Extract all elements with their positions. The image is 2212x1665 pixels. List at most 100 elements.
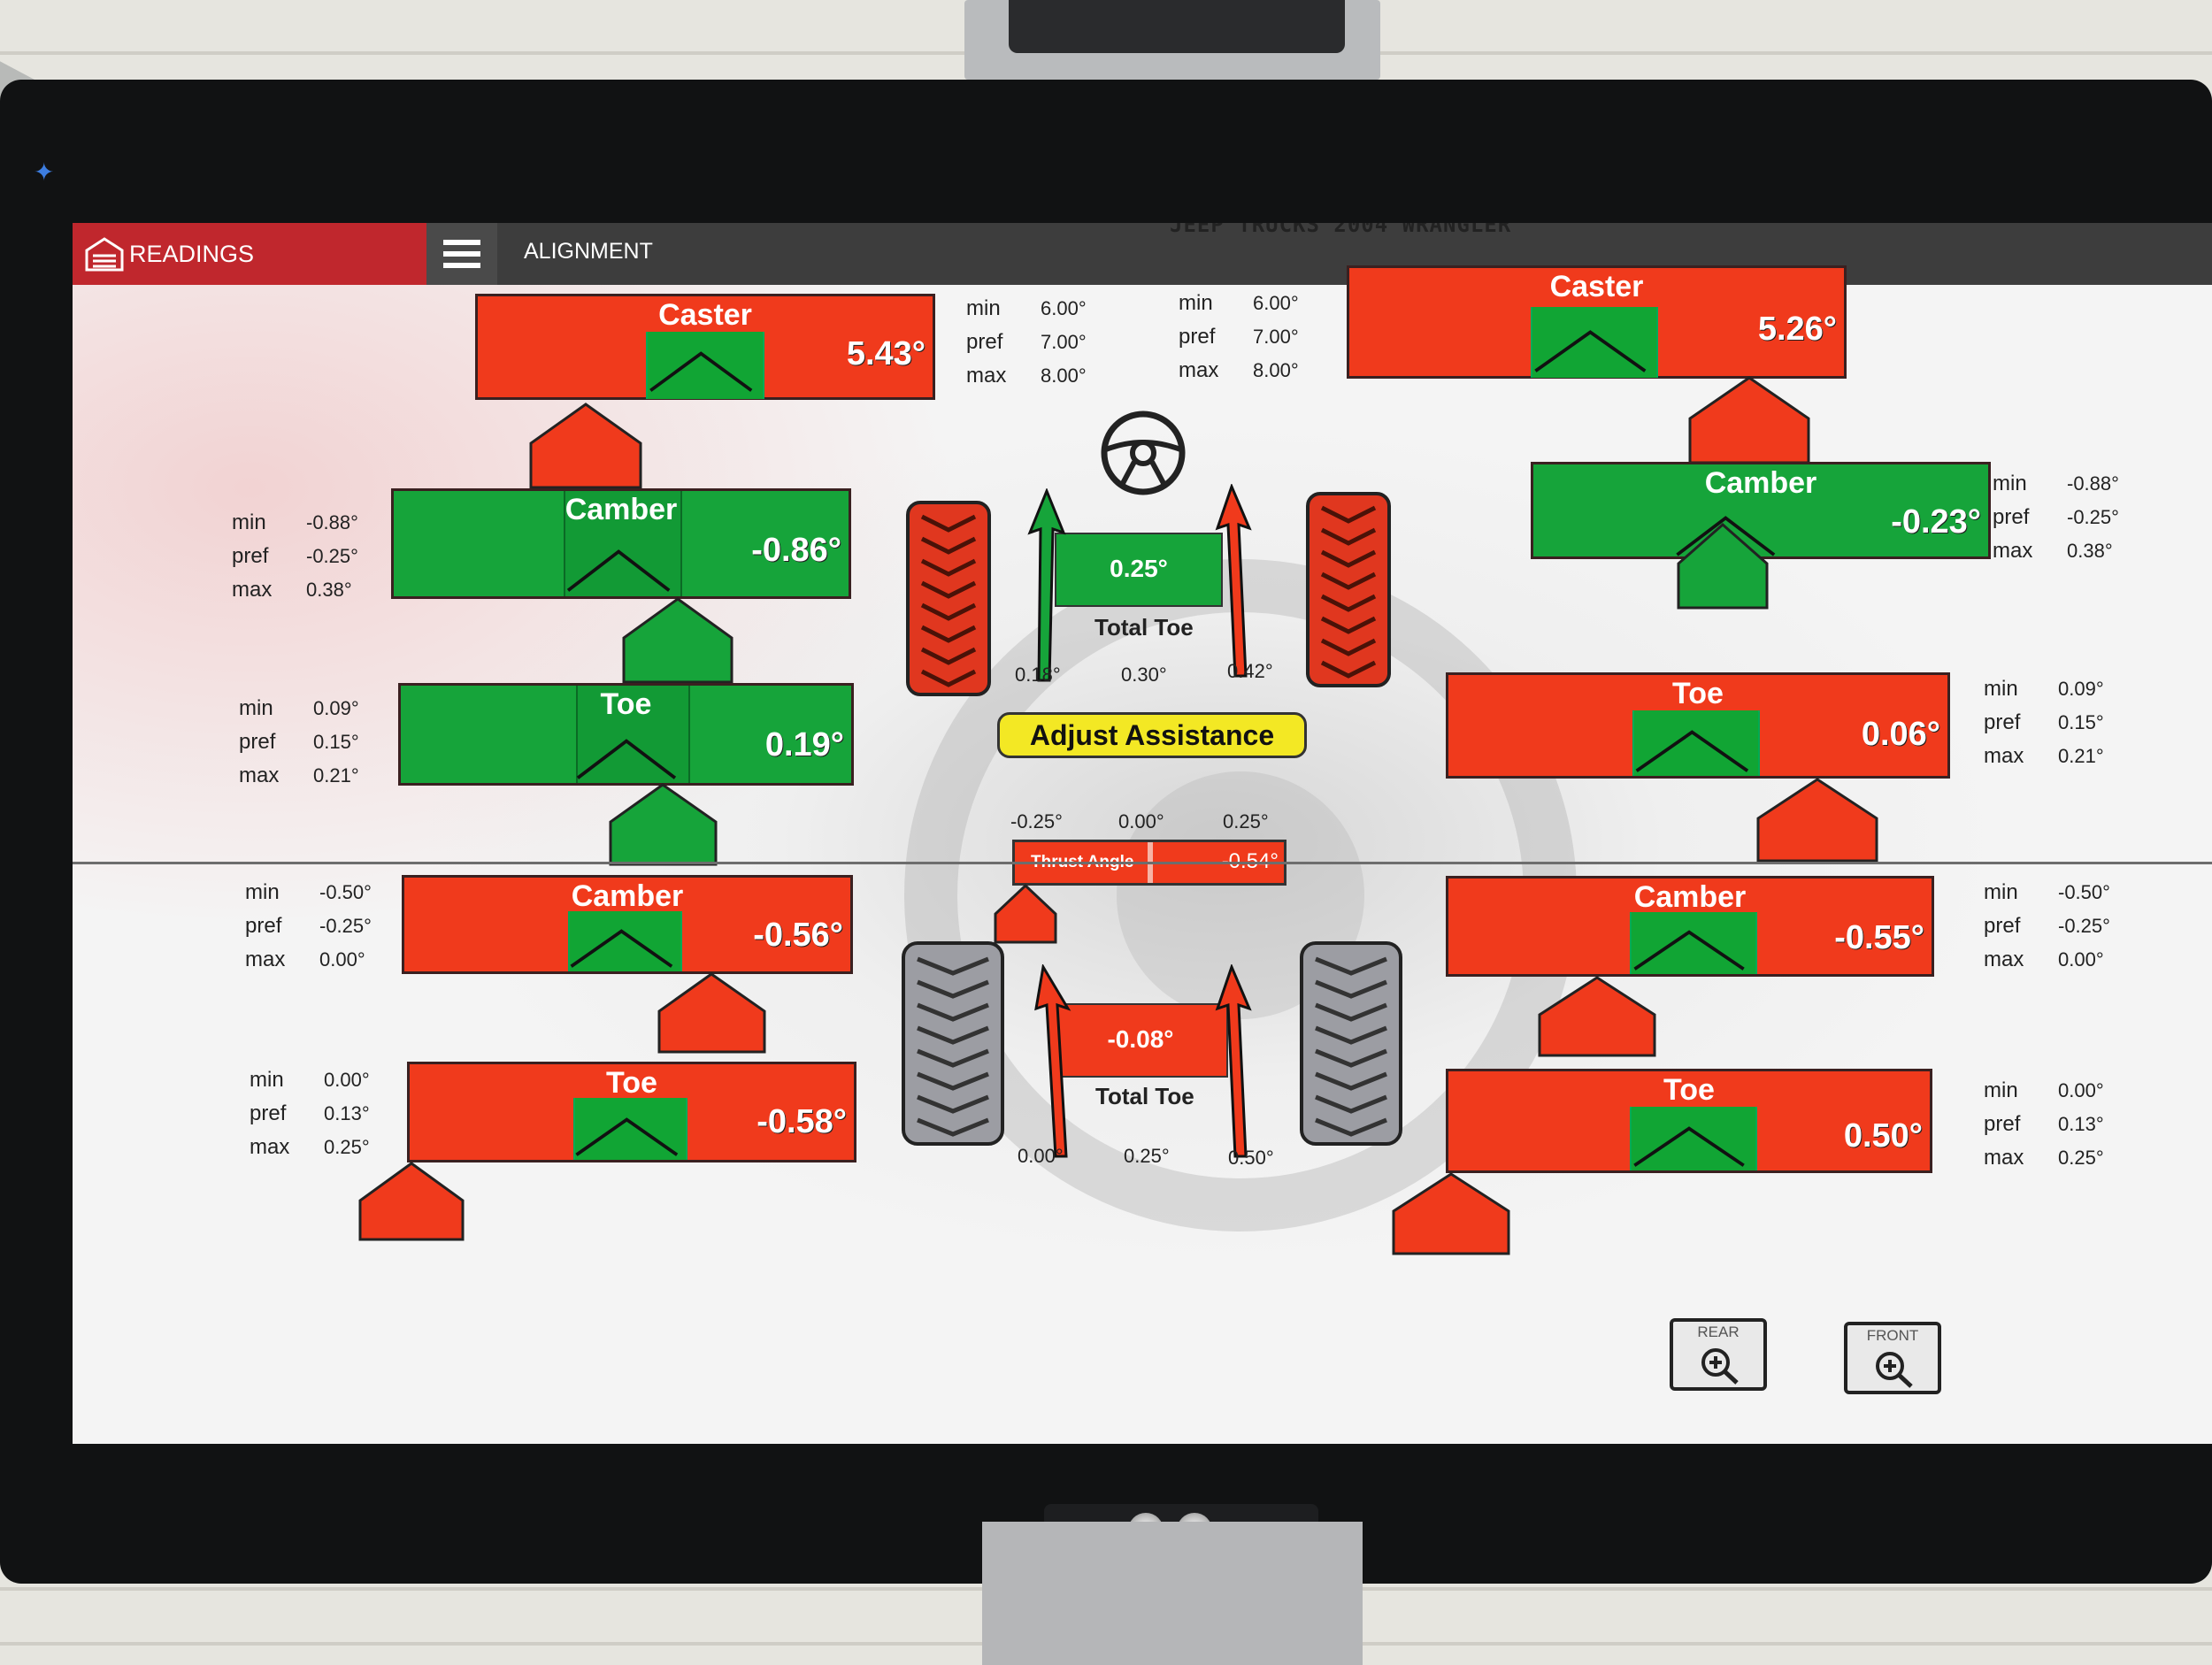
front-left-camber-gauge[interactable]: Camber -0.86° <box>391 488 851 599</box>
chevron-marker-icon <box>576 739 677 779</box>
thrust-pointer-icon <box>994 883 1057 944</box>
rear-left-tire-icon <box>902 941 1004 1146</box>
front-zoom-button[interactable]: FRONT <box>1844 1322 1941 1394</box>
pointer-arrow-icon <box>358 1162 465 1241</box>
spec-zone <box>646 332 764 399</box>
gauge-value: -0.86° <box>751 532 841 569</box>
front-left-toe-arrow-icon <box>1027 488 1066 682</box>
rear-left-toe-gauge[interactable]: Toe -0.58° <box>407 1062 856 1162</box>
chevron-marker-icon <box>1676 516 1776 556</box>
gauge-value: 0.50° <box>1843 1117 1923 1155</box>
tab-readings[interactable]: READINGS <box>73 223 426 285</box>
rear-total-toe-bar[interactable]: -0.08° <box>1053 1003 1228 1078</box>
gauge-title: Toe <box>1672 677 1724 710</box>
pointer-arrow-icon <box>609 783 718 866</box>
chevron-marker-icon <box>649 351 753 392</box>
steering-wheel-icon <box>1101 410 1186 495</box>
gauge-value: 0.06° <box>1861 716 1940 753</box>
spec-zone <box>564 491 682 596</box>
front-right-tire-icon <box>1306 492 1391 687</box>
gauge-title: Camber <box>571 879 684 913</box>
gauge-title: Toe <box>606 1066 657 1100</box>
top-bar: READINGS ALIGNMENT <box>73 223 2212 285</box>
monitor-logo-icon: ✦ <box>34 158 55 186</box>
chevron-marker-icon <box>1633 930 1745 971</box>
front-total-toe-pref: 0.30° <box>1121 664 1167 686</box>
tab-readings-label: READINGS <box>129 240 255 267</box>
zoom-in-icon <box>1701 1348 1739 1385</box>
pointer-arrow-icon <box>1677 523 1769 610</box>
gauge-value: -0.56° <box>753 917 843 954</box>
front-total-toe-bar[interactable]: 0.25° <box>1055 533 1223 607</box>
rear-left-camber-gauge[interactable]: Camber -0.56° <box>402 875 853 974</box>
tab-alignment-label: ALIGNMENT <box>524 239 653 264</box>
front-right-camber-gauge[interactable]: Camber -0.23° <box>1531 462 1991 559</box>
gauge-value: -0.55° <box>1834 919 1924 956</box>
gauge-title: Camber <box>1704 466 1817 500</box>
chevron-marker-icon <box>1635 730 1749 772</box>
gauge-title: Caster <box>658 298 752 332</box>
pointer-arrow-icon <box>1538 976 1656 1057</box>
front-total-toe-value: 0.25° <box>1110 555 1168 582</box>
gauge-title: Caster <box>1549 270 1644 303</box>
rear-zoom-label: REAR <box>1697 1324 1740 1340</box>
front-left-caster-gauge[interactable]: Caster 5.43° <box>475 294 935 400</box>
thrust-max: 0.25° <box>1223 810 1269 832</box>
rear-total-toe-max: 0.50° <box>1228 1147 1274 1169</box>
thrust-pref: 0.00° <box>1118 810 1164 832</box>
rear-total-toe-pref: 0.25° <box>1124 1145 1170 1167</box>
front-right-toe-arrow-icon <box>1215 484 1252 678</box>
front-total-toe-label: Total Toe <box>1094 614 1194 641</box>
rear-right-camber-gauge[interactable]: Camber -0.55° <box>1446 876 1934 977</box>
chevron-marker-icon <box>575 1117 679 1156</box>
pointer-arrow-icon <box>1392 1172 1510 1255</box>
gauge-value: 5.43° <box>846 335 926 372</box>
gauge-value: -0.23° <box>1891 503 1981 541</box>
chevron-marker-icon <box>1534 330 1647 372</box>
chevron-marker-icon <box>570 929 673 968</box>
monitor-stand <box>982 1522 1363 1665</box>
chevron-marker-icon <box>1633 1126 1745 1167</box>
gauge-value: 5.26° <box>1757 311 1837 348</box>
gauge-title: Toe <box>600 687 652 721</box>
pointer-arrow-icon <box>622 597 733 684</box>
front-right-toe-gauge[interactable]: Toe 0.06° <box>1446 672 1950 779</box>
chevron-marker-icon <box>566 549 671 592</box>
front-right-caster-gauge[interactable]: Caster 5.26° <box>1347 265 1847 379</box>
rear-left-toe-arrow-icon <box>1034 964 1071 1158</box>
gauge-value: 0.19° <box>764 726 844 763</box>
rear-total-toe-value: -0.08° <box>1107 1025 1174 1053</box>
rear-right-tire-icon <box>1300 941 1402 1146</box>
rear-right-toe-gauge[interactable]: Toe 0.50° <box>1446 1069 1932 1173</box>
alignment-screen: READINGS ALIGNMENT JEEP TRUCKS 2004 WRAN… <box>73 223 2212 1444</box>
hamburger-menu-button[interactable] <box>426 223 497 285</box>
thrust-angle-value: -0.54° <box>1222 849 1279 874</box>
vehicle-title: JEEP TRUCKS 2004 WRANGLER <box>1170 223 1512 237</box>
pointer-arrow-icon <box>1756 778 1878 863</box>
rear-total-toe-min: 0.00° <box>1018 1145 1064 1167</box>
front-total-toe-min: 0.18° <box>1015 664 1061 686</box>
gauge-title: Toe <box>1663 1073 1715 1107</box>
garage-icon <box>85 236 124 272</box>
rear-zoom-button[interactable]: REAR <box>1670 1318 1767 1391</box>
gauge-title: Camber <box>1633 880 1747 914</box>
front-rear-divider <box>73 862 2212 864</box>
pointer-arrow-icon <box>529 403 642 489</box>
front-total-toe-max: 0.42° <box>1227 660 1273 682</box>
rear-total-toe-label: Total Toe <box>1095 1083 1194 1109</box>
adjust-assistance-button[interactable]: Adjust Assistance <box>997 712 1307 758</box>
gauge-value: -0.58° <box>757 1103 847 1140</box>
gauge-title: Camber <box>565 493 678 526</box>
pointer-arrow-icon <box>1688 376 1810 464</box>
front-left-toe-gauge[interactable]: Toe 0.19° <box>398 683 854 786</box>
